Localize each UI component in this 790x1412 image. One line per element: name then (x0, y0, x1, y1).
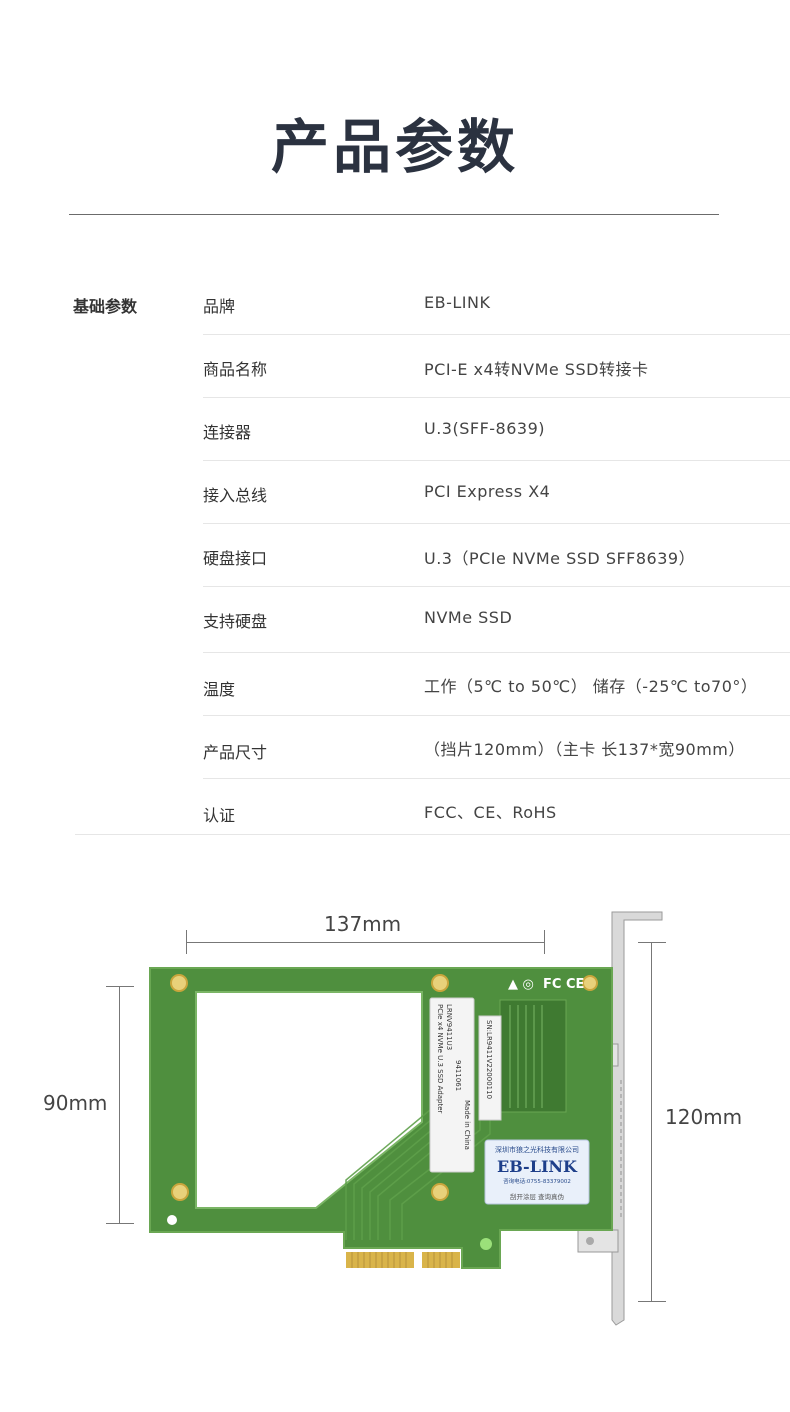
spec-row: 温度 工作（5℃ to 50℃） 储存（-25℃ to70°） (203, 653, 790, 716)
brand-sticker: 深圳市狼之光科技有限公司 EB-LINK 咨询电话:0755-83379002 … (484, 1139, 590, 1205)
spec-value: NVMe SSD (424, 608, 513, 627)
serial-text: SN:LR9411V22000110 (485, 1020, 493, 1099)
spec-key: 商品名称 (203, 360, 268, 379)
width-dimension-label: 90mm (43, 1091, 108, 1115)
bracket-dimension-tick-top (638, 942, 666, 943)
spec-key: 连接器 (203, 423, 252, 442)
width-dimension-tick-bottom (106, 1223, 134, 1224)
title-divider (69, 214, 719, 215)
model-text: LRNV9411U3 (445, 1004, 453, 1050)
spec-row: 连接器 U.3(SFF-8639) (203, 398, 790, 461)
serial-sticker: SN:LR9411V22000110 (478, 1015, 502, 1121)
bracket-dimension-line (651, 942, 652, 1301)
spec-key: 品牌 (203, 297, 236, 316)
adapter-sticker: PCIe x4 NVMe U.3 SSD Adapter LRNV9411U3 … (429, 997, 475, 1173)
width-dimension-tick-top (106, 986, 134, 987)
bracket-dimension-tick-bottom (638, 1301, 666, 1302)
spec-key: 温度 (203, 680, 236, 699)
spec-value: U.3(SFF-8639) (424, 419, 546, 438)
phone-text: 咨询电话:0755-83379002 (503, 1177, 571, 1185)
pcb-board (149, 967, 613, 1269)
spec-row: 支持硬盘 NVMe SSD (203, 587, 790, 653)
spec-value: （挡片120mm）（主卡 长137*宽90mm） (424, 740, 745, 759)
mounting-holes (170, 974, 598, 1201)
company-text: 深圳市狼之光科技有限公司 (495, 1145, 579, 1154)
certification-marks: ▲ ◎ (508, 977, 534, 992)
spec-key: 产品尺寸 (203, 743, 268, 762)
spec-value: PCI-E x4转NVMe SSD转接卡 (424, 360, 649, 379)
spec-table: 品牌 EB-LINK 商品名称 PCI-E x4转NVMe SSD转接卡 连接器… (203, 272, 790, 841)
seal-text: 刮开涂层 查询真伪 (510, 1192, 564, 1201)
code-text: 9411061 (454, 1060, 462, 1091)
spec-row: 商品名称 PCI-E x4转NVMe SSD转接卡 (203, 335, 790, 398)
fcc-ce-mark: FC CE (543, 977, 584, 992)
section-label: 基础参数 (73, 297, 138, 316)
adapter-label-text: PCIe x4 NVMe U.3 SSD Adapter (436, 1004, 444, 1114)
spec-key: 接入总线 (203, 486, 268, 505)
spec-row: 品牌 EB-LINK (203, 272, 790, 335)
spec-row: 产品尺寸 （挡片120mm）（主卡 长137*宽90mm） (203, 716, 790, 779)
spec-row: 认证 FCC、CE、RoHS (203, 779, 790, 841)
spec-row: 接入总线 PCI Express X4 (203, 461, 790, 524)
length-dimension-tick-left (186, 930, 187, 954)
spec-key: 硬盘接口 (203, 549, 268, 568)
spec-value: FCC、CE、RoHS (424, 803, 557, 822)
spec-key: 支持硬盘 (203, 612, 268, 631)
page-title: 产品参数 (270, 113, 519, 181)
brand-logo: EB-LINK (497, 1157, 578, 1176)
spec-value: U.3（PCIe NVMe SSD SFF8639） (424, 549, 696, 568)
spec-row: 硬盘接口 U.3（PCIe NVMe SSD SFF8639） (203, 524, 790, 587)
width-dimension-line (119, 986, 120, 1224)
gold-fingers (346, 1252, 460, 1268)
length-dimension-label: 137mm (324, 912, 402, 936)
table-bottom-rule (75, 834, 790, 835)
made-in-text: Made in China (463, 1100, 471, 1150)
spec-value: EB-LINK (424, 293, 491, 312)
spec-value: PCI Express X4 (424, 482, 551, 501)
length-dimension-tick-right (544, 930, 545, 954)
spec-key: 认证 (203, 806, 236, 825)
bracket-dimension-label: 120mm (665, 1105, 743, 1129)
spec-value: 工作（5℃ to 50℃） 储存（-25℃ to70°） (424, 677, 758, 696)
length-dimension-line (186, 942, 545, 943)
